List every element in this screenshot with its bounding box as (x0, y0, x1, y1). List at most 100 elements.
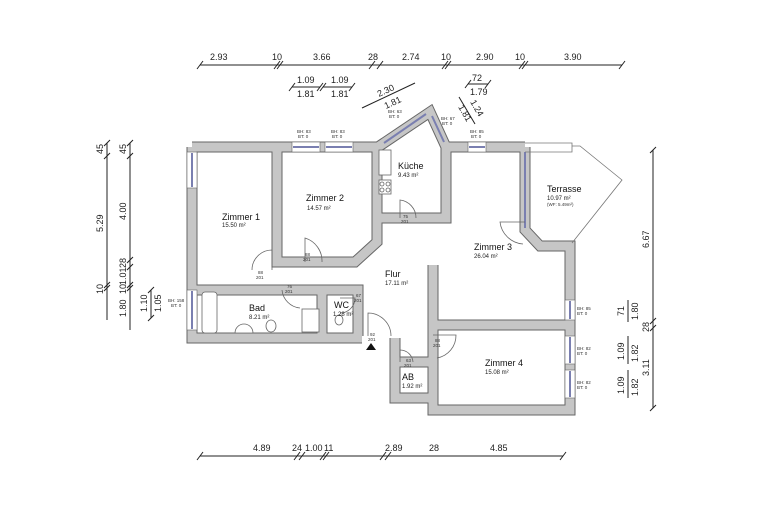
door-tag-width: 67 (356, 293, 362, 298)
window-tag-bt: BT: 0 (577, 311, 588, 316)
window-tag-bt: BT: 0 (389, 114, 400, 119)
window-tag-bh: BH: 83 (297, 129, 311, 134)
windows (186, 113, 576, 399)
room-kueche-area: 9.43 m² (398, 173, 418, 179)
window-tag-bt: BT: 0 (298, 134, 309, 139)
room-zimmer3-area: 26.04 m² (474, 254, 498, 260)
dim-top: 10 (441, 52, 451, 62)
dim-left: 45 (118, 144, 128, 154)
window-tag-bt: BT: 0 (577, 351, 588, 356)
window-tag-bh: BH: 85 (577, 306, 591, 311)
dim-window-below: 1.82 (630, 378, 640, 396)
dim-window-above: 72 (472, 73, 482, 83)
room-kueche-name: Küche (398, 161, 424, 171)
door-tag-width: 75 (403, 214, 409, 219)
room-ab-name: AB (402, 372, 414, 382)
dim-right: 6.67 (641, 230, 651, 248)
door-tag-height: 201 (303, 257, 311, 262)
door-tag-width: 88 (435, 338, 441, 343)
dim-window-below: 1.81 (297, 89, 315, 99)
dim-window-below: 1.81 (331, 89, 349, 99)
dim-bottom: 2.89 (385, 443, 403, 453)
window-tag-bh: BH: 67 (441, 116, 455, 121)
dim-top: 2.93 (210, 52, 228, 62)
dim-bottom: 11 (324, 443, 333, 453)
dim-window-above: 71 (616, 306, 626, 316)
door-tag-height: 201 (256, 275, 264, 280)
window-tag-bt: BT: 0 (171, 303, 182, 308)
dim-window-above: 1.09 (331, 75, 349, 85)
room-labels: Zimmer 1 15.50 m² Zimmer 2 14.57 m² Küch… (222, 161, 582, 390)
window-tag-bt: BT: 0 (442, 121, 453, 126)
window-tag-bh: BH: 82 (577, 380, 591, 385)
dim-left: 1.01 (118, 267, 128, 285)
room-wc-name: WC (334, 300, 349, 310)
room-wc-area: 1.28 m² (333, 312, 353, 318)
dim-top: 28 (368, 52, 378, 62)
dim-top: 3.90 (564, 52, 582, 62)
room-zimmer2-area: 14.57 m² (307, 206, 331, 212)
dim-left: 1.80 (118, 299, 128, 317)
dim-left: 10 (118, 284, 128, 294)
room-zimmer3-name: Zimmer 3 (474, 242, 512, 252)
door-tag-width: 76 (287, 284, 293, 289)
dim-bottom: 1.00 (305, 443, 323, 453)
dim-bottom: 4.89 (253, 443, 271, 453)
dim-top: 2.90 (476, 52, 494, 62)
dim-window-below: 1.80 (630, 302, 640, 320)
room-bad-name: Bad (249, 303, 265, 313)
window-tag-bt: BT: 0 (471, 134, 482, 139)
washbasin-icon (234, 323, 254, 334)
window-tag-bh: BH: 83 (331, 129, 345, 134)
door-tag-height: 201 (285, 289, 293, 294)
door-tag-height: 201 (401, 219, 409, 224)
dim-left: 45 (95, 144, 105, 154)
toilet-icon (265, 319, 277, 333)
dim-window-above: 1.10 (139, 294, 149, 312)
fixtures (201, 149, 392, 334)
bathtub-icon (201, 291, 218, 334)
room-zimmer4-name: Zimmer 4 (485, 358, 523, 368)
door-tag-height: 201 (433, 343, 441, 348)
room-terrasse-area: 10.97 m² (547, 196, 571, 202)
window-tag-bh: BH: 85 (470, 129, 484, 134)
dim-window-above: 1.09 (616, 376, 626, 394)
dim-right: 28 (641, 322, 651, 332)
dim-bottom: 4.85 (490, 443, 508, 453)
dim-window-above: 1.09 (616, 342, 626, 360)
sink-icon (378, 149, 392, 176)
shower-icon (301, 308, 320, 333)
room-zimmer4-area: 15.08 m² (485, 370, 509, 376)
window-tag-bh: BH: 158 (168, 298, 185, 303)
dim-left: 4.00 (118, 202, 128, 220)
room-zimmer1-name: Zimmer 1 (222, 212, 260, 222)
room-zimmer1-area: 15.50 m² (222, 223, 246, 229)
room-terrasse-name: Terrasse (547, 184, 582, 194)
dim-left: 28 (118, 258, 128, 268)
dim-top: 10 (272, 52, 282, 62)
walls (186, 103, 576, 416)
window-tag-bt: BT: 0 (332, 134, 343, 139)
dim-right: 3.11 (641, 359, 651, 376)
room-zimmer2-name: Zimmer 2 (306, 193, 344, 203)
dim-bottom: 24 (292, 443, 302, 453)
window-tag-bh: BH: 82 (577, 346, 591, 351)
dim-bottom: 28 (429, 443, 439, 453)
dim-top: 2.74 (402, 52, 420, 62)
doors (251, 199, 525, 363)
entrance-arrow-icon (366, 343, 376, 350)
door-tag-height: 201 (368, 337, 376, 342)
dim-left: 5.29 (95, 214, 105, 232)
door-tag-width: 88 (258, 270, 264, 275)
room-flur-area: 17.11 m² (385, 281, 408, 287)
door-tag-width: 88 (305, 252, 311, 257)
dim-window-below: 1.05 (153, 294, 163, 312)
dim-top: 3.66 (313, 52, 331, 62)
room-bad-area: 8.21 m² (249, 315, 269, 321)
dim-window-below: 1.82 (630, 344, 640, 362)
wc-toilet-icon (334, 314, 344, 326)
door-tag-width: 92 (370, 332, 376, 337)
